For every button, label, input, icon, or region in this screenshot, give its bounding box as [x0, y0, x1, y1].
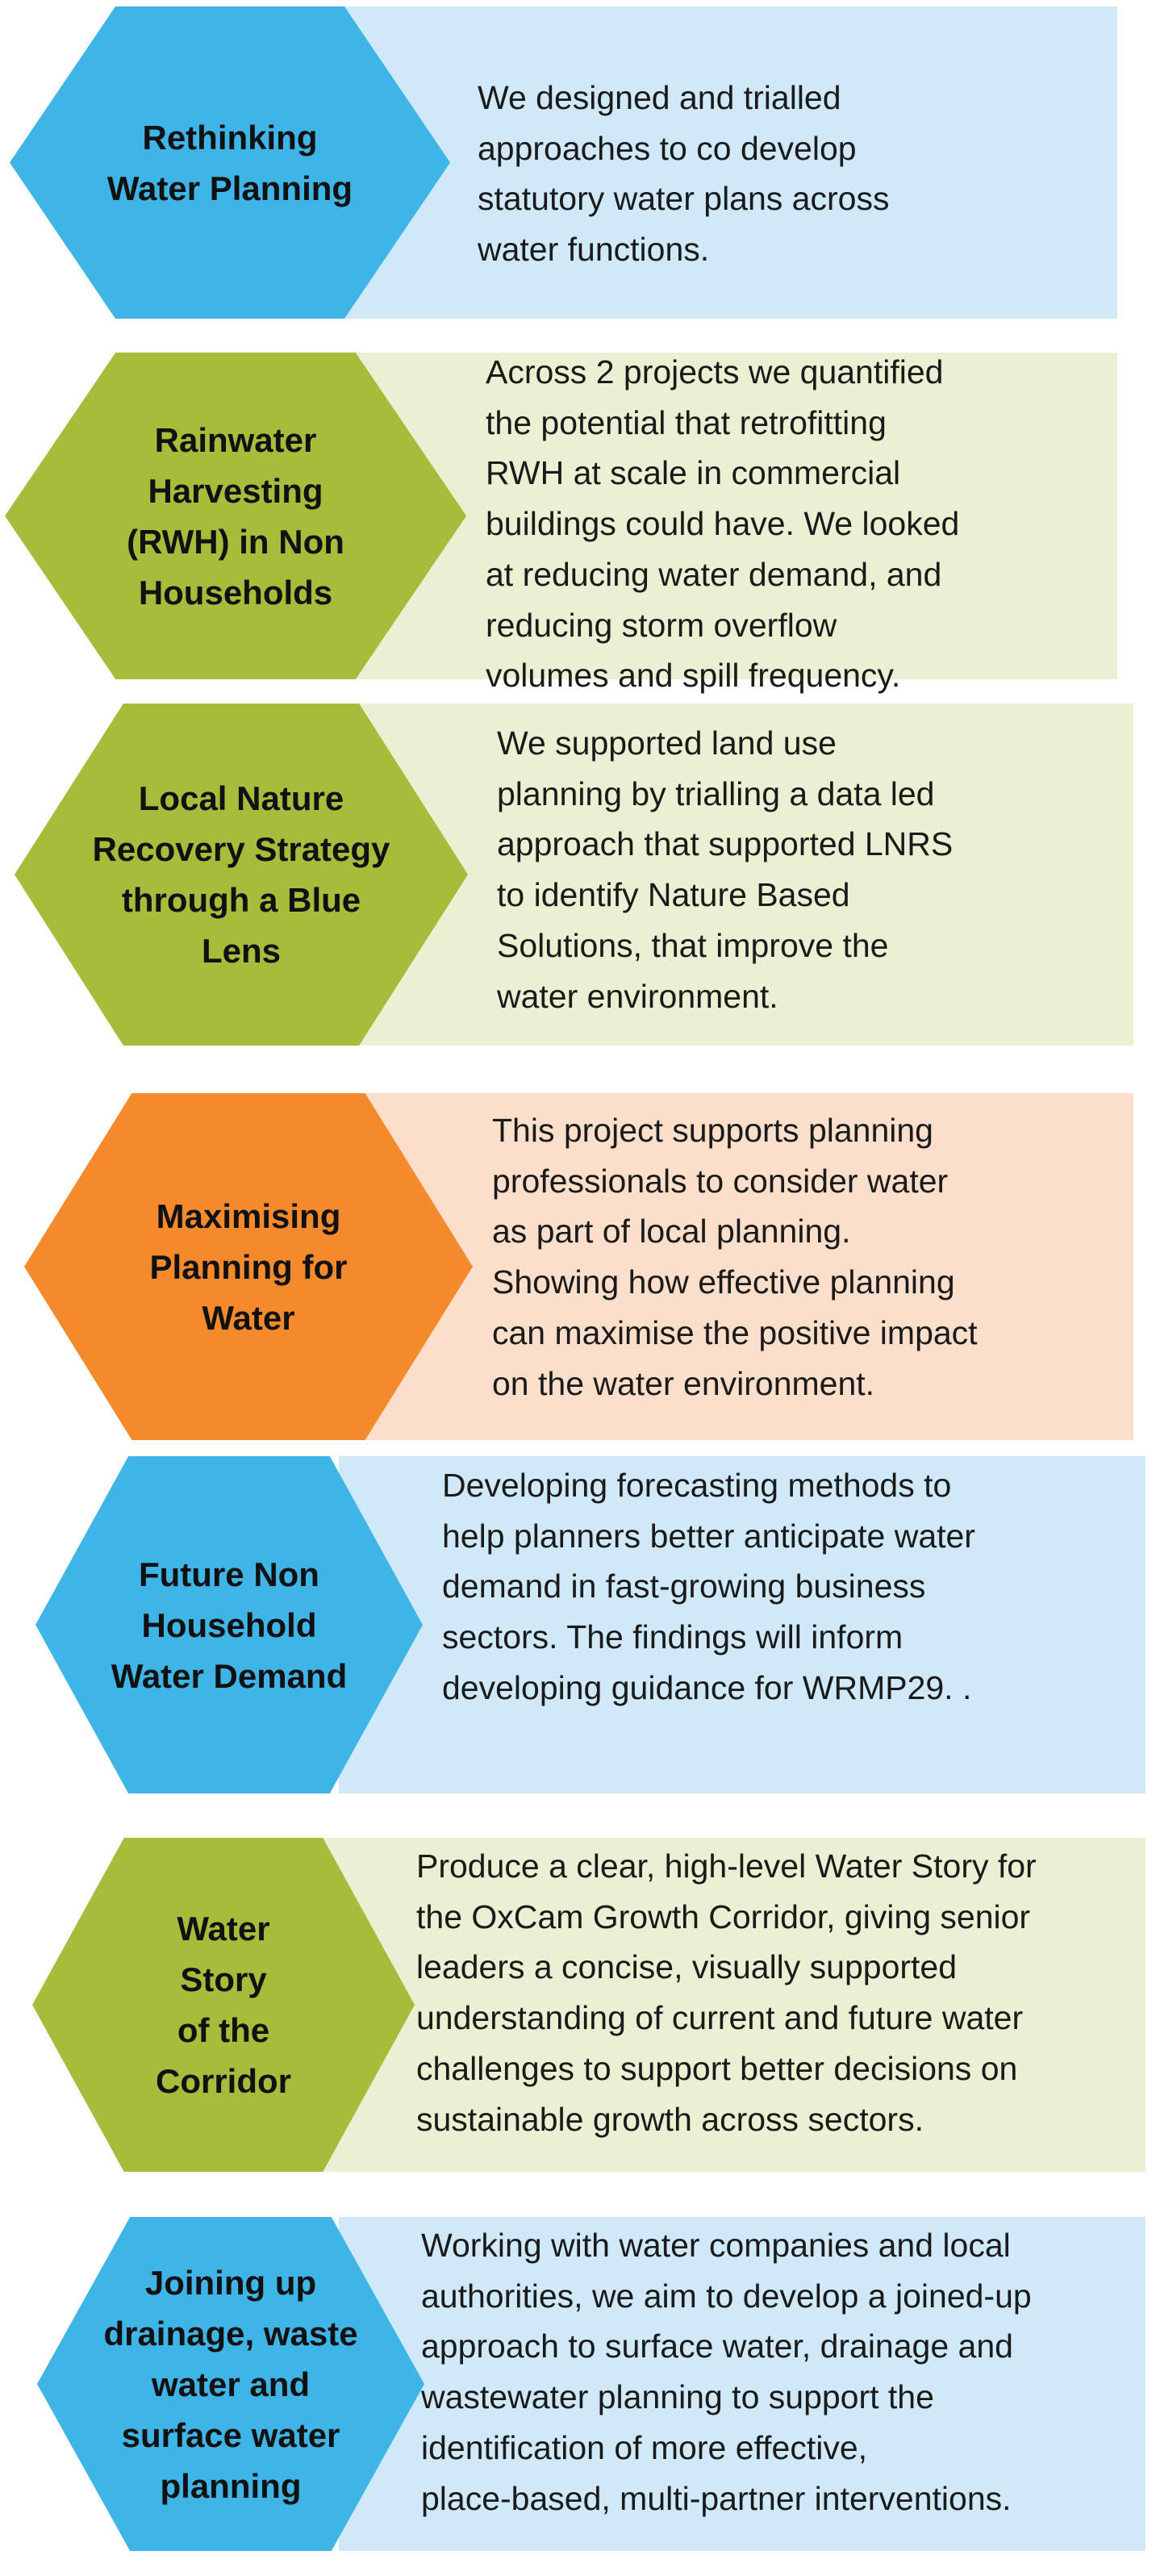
card-description: Produce a clear, high-level Water Story …	[416, 1847, 1037, 2138]
card-description: Working with water companies and local a…	[421, 2227, 1032, 2517]
card-description: Developing forecasting methods to help p…	[442, 1467, 975, 1706]
card-description: We supported land use planning by triall…	[497, 724, 954, 1015]
card-title: Joining up drainage, waste water and sur…	[103, 2263, 358, 2505]
card-title: Water Story of the Corridor	[156, 1910, 291, 2100]
hexagon-badge: Future Non Household Water Demand	[35, 1456, 423, 1793]
card-panel	[339, 2217, 1146, 2551]
card-description: Across 2 projects we quantified the pote…	[486, 353, 960, 695]
card-panel	[323, 1838, 1146, 2172]
card-title: Rethinking Water Planning	[106, 118, 353, 207]
hexagon-badge: Joining up drainage, waste water and sur…	[37, 2217, 424, 2551]
hexagon-badge: Rainwater Harvesting (RWH) in Non Househ…	[5, 353, 466, 679]
card-title: Local Nature Recovery Strategy through a…	[92, 779, 390, 970]
card-panel	[323, 6, 1117, 319]
card-description: This project supports planning professio…	[492, 1112, 978, 1402]
card-title: Maximising Planning for Water	[149, 1196, 348, 1337]
card-description: We designed and trialled approaches to c…	[478, 79, 890, 269]
card-title: Rainwater Harvesting (RWH) in Non Househ…	[127, 420, 344, 612]
hexagon-badge: Water Story of the Corridor	[32, 1838, 415, 2172]
card-panel	[339, 1456, 1146, 1793]
card-title: Future Non Household Water Demand	[111, 1555, 348, 1695]
hexagon-badge: Local Nature Recovery Strategy through a…	[15, 703, 468, 1046]
hexagon-badge: Rethinking Water Planning	[10, 6, 450, 319]
hexagon-badge: Maximising Planning for Water	[24, 1093, 473, 1440]
